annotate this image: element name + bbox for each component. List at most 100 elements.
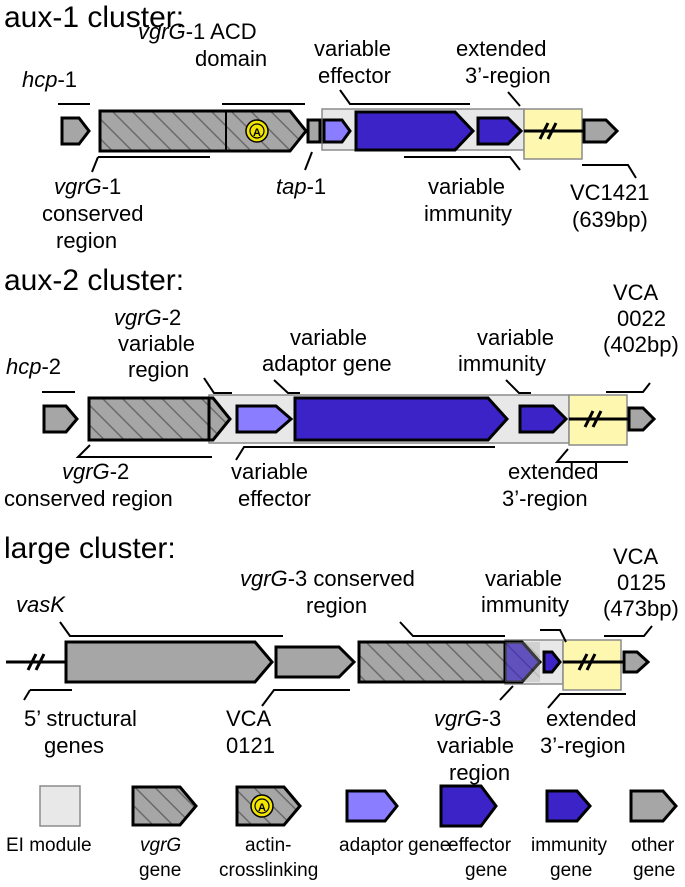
aux2-ext-leader xyxy=(554,448,628,463)
aux2-hcp-rest: -2 xyxy=(41,354,61,379)
aux2-vca-line2: 0022 xyxy=(617,306,666,331)
aux1-acd-badge-ring xyxy=(249,123,265,139)
aux1-effector-line1: variable xyxy=(314,36,391,61)
legend-adaptor: adaptor gene xyxy=(339,789,450,856)
legend-ei-swatch xyxy=(39,785,81,827)
aux2-vca-line1: VCA xyxy=(613,280,659,305)
aux1-break-mark xyxy=(538,122,550,140)
aux2-hcp-gene xyxy=(42,404,79,434)
aux2-adaptor-line2: adaptor gene xyxy=(262,351,392,376)
large-struct-leader-tick xyxy=(23,689,31,701)
aux1-cons-leader-tick xyxy=(91,156,99,173)
legend-vgrg-label: vgrG xyxy=(140,835,181,856)
large-cons-line2: region xyxy=(306,593,367,618)
aux1-title: aux-1 cluster: xyxy=(4,1,184,34)
aux1-vc-line2: (639bp) xyxy=(572,207,648,232)
aux1-cons-italic: vgrG xyxy=(54,174,102,199)
large-cons-leader xyxy=(399,621,505,637)
aux1-tap-italic: tap xyxy=(276,174,307,199)
aux1-vc1421-gene xyxy=(582,118,620,144)
legend-actin-badge-letter: A xyxy=(258,802,266,814)
aux1-immunity-leader xyxy=(404,156,521,171)
legend-vgrg: vgrG gene xyxy=(131,785,198,881)
aux1-adaptor-gene xyxy=(322,118,352,144)
legend-immunity-line1: immunity xyxy=(531,835,608,856)
aux1-extended-region xyxy=(523,108,583,160)
aux2-cons-leader xyxy=(75,444,212,458)
legend-adaptor-line2: gene xyxy=(408,835,450,856)
aux1-vgrg-gene xyxy=(98,109,308,153)
legend-actin: A actin- crosslinking xyxy=(219,785,318,881)
large-cons-italic: vgrG xyxy=(240,566,288,591)
aux2-break-mark-2 xyxy=(591,410,603,428)
legend-immunity-swatch xyxy=(545,789,592,823)
aux2-vgrg-var-rest: -2 xyxy=(162,305,182,330)
aux1-cons-rest: -1 xyxy=(102,174,122,199)
aux2-hcp-italic: hcp xyxy=(6,354,41,379)
aux1-hcp-label: hcp-1 xyxy=(22,67,77,92)
large-vca-line2: 0125 xyxy=(617,570,666,595)
aux2-immunity-leader xyxy=(505,379,531,394)
aux1-acd-label-italic: vgrG xyxy=(138,19,186,44)
large-vca0125-gene xyxy=(622,650,651,674)
legend-other-swatch xyxy=(629,789,678,823)
large-vgrg-var-rest: -3 xyxy=(482,706,502,731)
aux2-vgrg-var-italic: vgrG xyxy=(114,305,162,330)
aux2-adaptor-leader xyxy=(273,379,300,394)
legend-actin-line1: actin- xyxy=(245,835,291,856)
legend-other-line2: gene xyxy=(633,860,675,881)
aux2-vca0022-gene xyxy=(627,406,657,432)
aux1-immunity-gene xyxy=(476,116,524,146)
aux2-effector-line2: effector xyxy=(238,486,311,511)
large-break-left xyxy=(26,653,38,671)
legend-ei-label: EI module xyxy=(6,835,92,856)
large-immunity-line2: immunity xyxy=(481,592,569,617)
aux1-tap-label: tap-1 xyxy=(276,174,326,199)
legend-immunity: immunity gene xyxy=(531,789,608,881)
aux1-immunity-line1: variable xyxy=(428,174,505,199)
legend-other: other gene xyxy=(629,789,678,881)
aux1-acd-label-rest: -1 ACD xyxy=(186,19,257,44)
large-cons-rest: -3 conserved xyxy=(288,566,415,591)
aux1-vc-leader xyxy=(582,164,637,179)
aux1-cons-line3: region xyxy=(56,228,117,253)
large-vgrg-conserved-gene xyxy=(357,640,507,684)
aux2-immunity-line1: variable xyxy=(477,325,554,350)
large-break-right xyxy=(577,653,589,671)
large-vca121-line2: 0121 xyxy=(226,733,275,758)
legend-effector-line2: gene xyxy=(465,860,507,881)
aux2-immunity-gene xyxy=(518,404,569,434)
large-struct-line2: genes xyxy=(44,733,104,758)
large-vca-leader xyxy=(604,625,653,637)
large-vgrg-var-leader xyxy=(499,685,514,701)
aux1-ext-line2: 3’-region xyxy=(465,63,551,88)
aux1-tap-rest: -1 xyxy=(307,174,327,199)
aux2-effector-gene xyxy=(293,396,510,442)
aux1-effector-gene xyxy=(354,110,476,152)
aux1-break-mark-2 xyxy=(546,122,558,140)
legend: EI module vgrG gene A actin- crosslinkin… xyxy=(6,784,678,881)
large-extended-region xyxy=(562,639,622,691)
large-ext-line1: extended xyxy=(546,706,637,731)
large-title: large cluster: xyxy=(4,532,176,565)
aux1-effector-leader xyxy=(339,89,470,105)
aux2-adaptor-gene xyxy=(235,404,294,434)
aux1-acd-badge-letter: A xyxy=(253,127,261,139)
large-vask-leader xyxy=(59,621,283,637)
aux2-title: aux-2 cluster: xyxy=(4,264,184,297)
aux2-effector-leader xyxy=(235,446,495,461)
aux2-immunity-line2: immunity xyxy=(458,351,546,376)
